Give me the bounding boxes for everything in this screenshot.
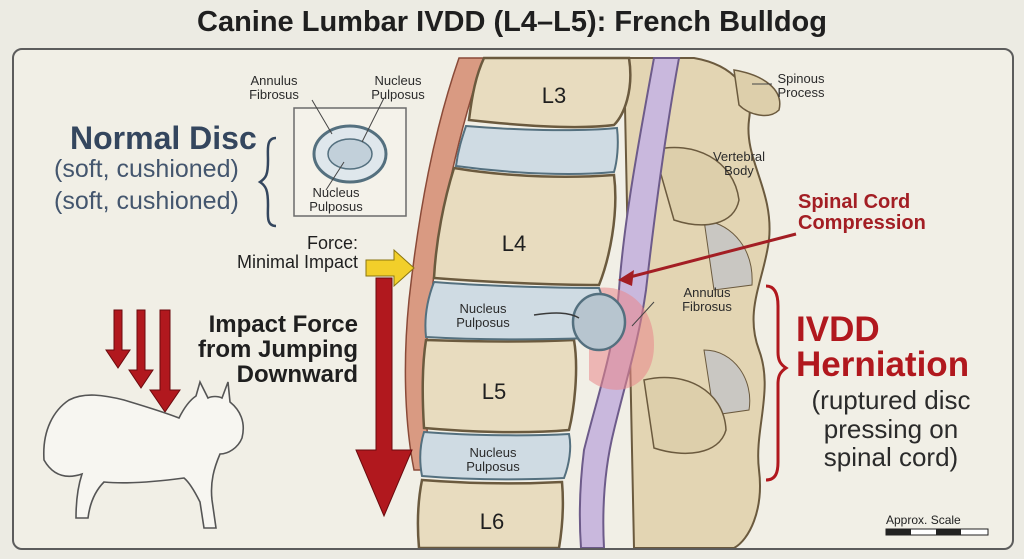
normal-bracket [257, 136, 277, 228]
vertebra-l3 [467, 56, 632, 129]
minimal-force-arrow [365, 248, 415, 288]
compression-label: Spinal Cord Compression [798, 191, 926, 234]
disc-l3-l4 [454, 124, 619, 175]
page-title: Canine Lumbar IVDD (L4–L5): French Bulld… [197, 6, 827, 38]
impact-arrow-main [355, 277, 413, 518]
minimal-force-label: Force: Minimal Impact [236, 233, 358, 272]
herniation-heading: IVDD Herniation [796, 310, 970, 384]
vertebra-label-l4: L4 [501, 231, 527, 256]
inset-nucleus-bottom-label: Nucleus Pulposus [309, 185, 363, 214]
diagram-panel: Annulus Fibrosus Nucleus Pulposus Nucleu… [12, 48, 1014, 550]
spine-illustration [43, 56, 989, 548]
herniated-nucleus [571, 292, 627, 352]
inset-annulus-label: Annulus Fibrosus [249, 73, 299, 102]
vertebral-bodies [416, 56, 632, 548]
inset-nucleus-top-label: Nucleus Pulposus [371, 73, 425, 102]
vertebral-body-label: Vertebral Body [712, 149, 766, 178]
impact-arrows-small [105, 309, 181, 413]
compression-arrow [625, 232, 797, 280]
normal-disc-sub-2: (soft, cushioned) [54, 187, 239, 215]
scale-bar [885, 528, 989, 536]
scale-label: Approx. Scale [886, 513, 961, 527]
nucleus-l5-l6-label: Nucleus Pulposus [466, 445, 520, 474]
vertebra-label-l5: L5 [481, 379, 507, 404]
normal-disc-sub-1: (soft, cushioned) [54, 155, 239, 183]
vertebra-l6 [416, 478, 565, 548]
disc-l5-l6 [419, 430, 572, 481]
normal-disc-heading: Normal Disc [70, 120, 257, 156]
vertebra-l4 [432, 166, 617, 287]
vertebra-label-l6: L6 [479, 509, 505, 534]
annulus-fibrosus-label: Annulus Fibrosus [682, 285, 732, 314]
nucleus-l4-l5-label: Nucleus Pulposus [456, 301, 510, 330]
herniation-sub: (ruptured disc pressing on spinal cord) [811, 385, 971, 473]
herniation-bracket [765, 284, 789, 482]
vertebra-label-l3: L3 [541, 83, 567, 108]
impact-force-label: Impact Force from Jumping Downward [198, 311, 358, 389]
intervertebral-discs [419, 124, 619, 481]
spinous-process-label: Spinous Process [777, 71, 825, 100]
french-bulldog-outline [43, 379, 245, 529]
vertebra-l5 [421, 338, 578, 434]
